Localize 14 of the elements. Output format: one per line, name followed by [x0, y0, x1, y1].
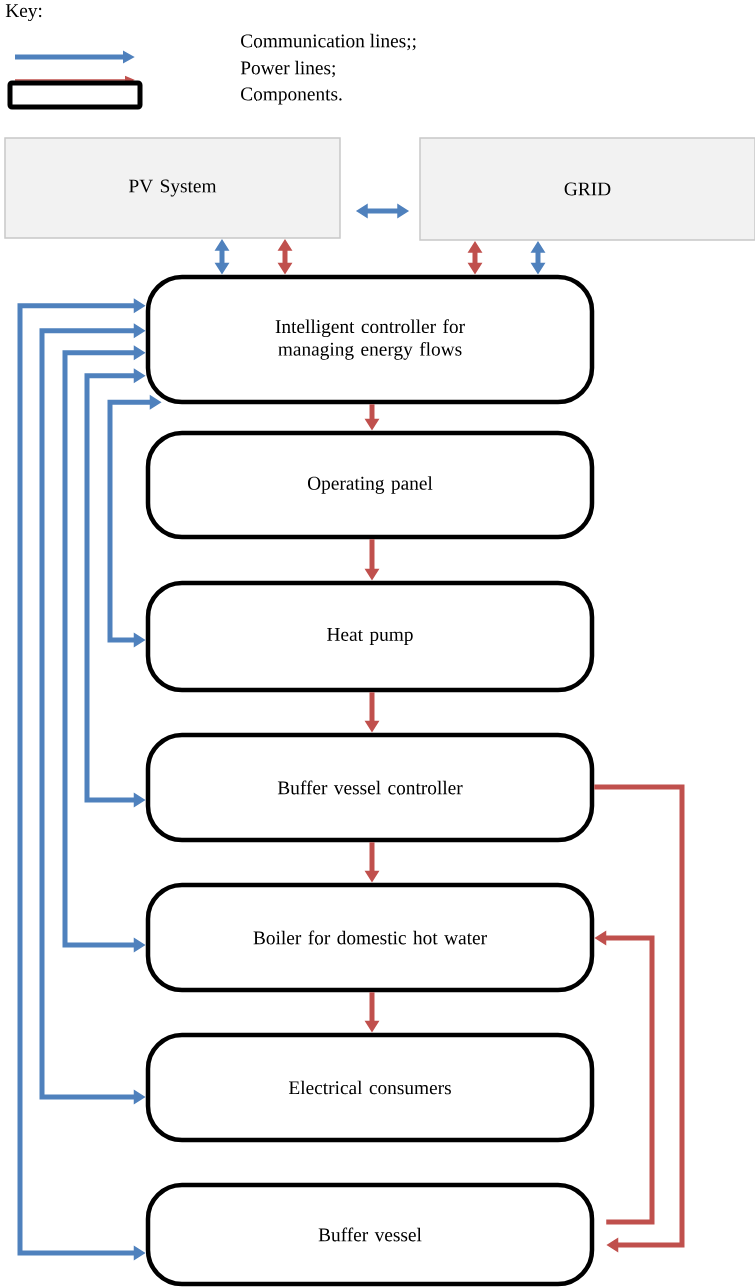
- legend-text: Components.: [241, 87, 342, 105]
- legend-text: Power lines;: [240, 60, 335, 78]
- component-box: Intelligent controller for managing energy flows: [145, 274, 595, 405]
- component-box: Boiler for domestic hot water: [145, 882, 595, 993]
- arrow: [594, 784, 685, 1253]
- component-box: Operating panel: [145, 430, 595, 540]
- component-box: PV System: [4, 137, 341, 239]
- component-box: GRID: [419, 137, 755, 241]
- component-box: Heat pump: [145, 580, 595, 693]
- component-box: Electrical consumers: [145, 1032, 595, 1143]
- legend-text: Communication lines;;: [241, 33, 416, 51]
- component-box: Buffer vessel: [145, 1182, 595, 1287]
- key-heading: Key:: [5, 4, 42, 22]
- component-box: Buffer vessel controller: [145, 732, 595, 843]
